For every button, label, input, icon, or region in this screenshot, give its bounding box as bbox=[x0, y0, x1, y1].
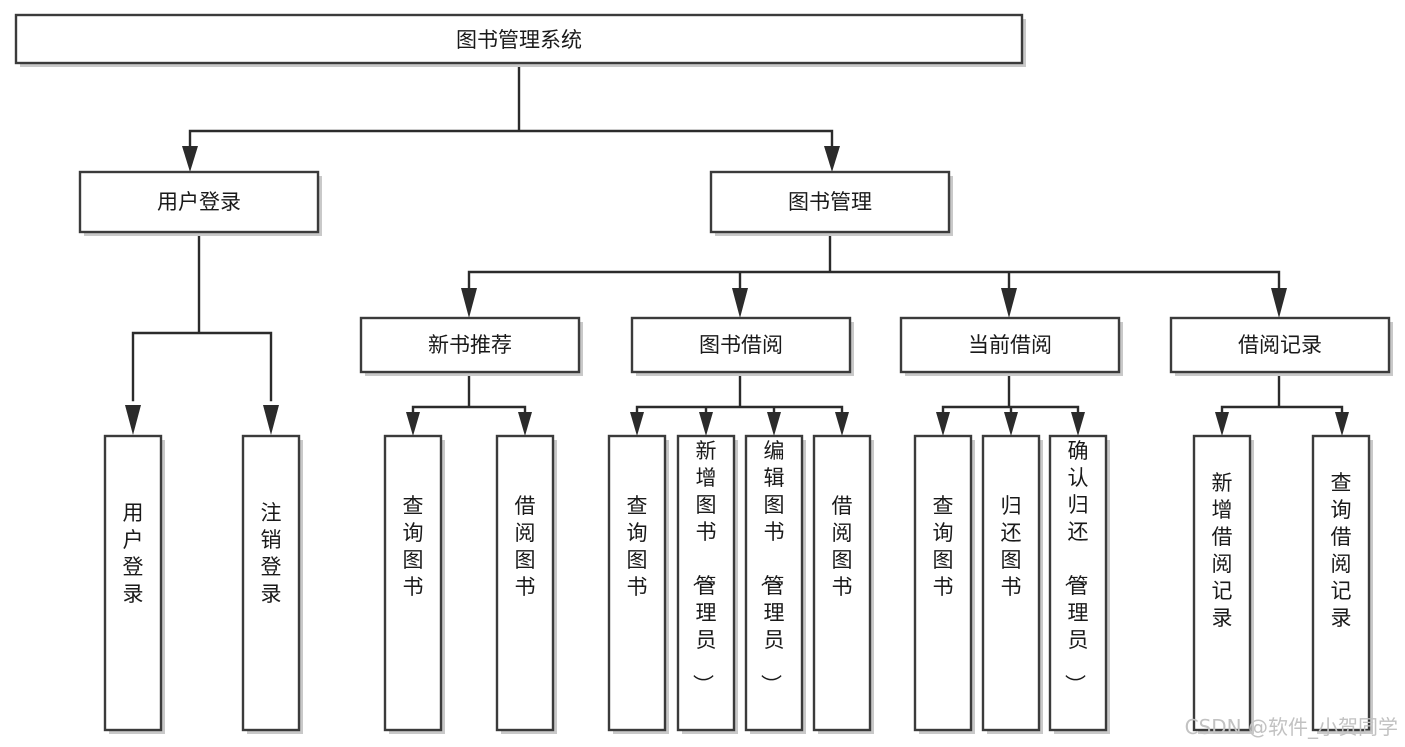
leaf-query-book-newrec-box[interactable] bbox=[383, 434, 443, 732]
csdn-watermark: CSDN @软件_小贺同学 bbox=[1185, 715, 1398, 739]
node-new-book-rec-label: 新书推荐 bbox=[428, 333, 512, 357]
leaf-borrow-book-newrec-label: 借阅图书 bbox=[515, 494, 536, 599]
leaf-add-record[interactable]: 新增借阅记录 bbox=[1192, 434, 1254, 734]
arrow-to-leaf-logout bbox=[263, 405, 279, 435]
node-user-login-label: 用户登录 bbox=[157, 190, 241, 214]
leaf-add-record-box[interactable] bbox=[1192, 434, 1252, 732]
leaf-user-login[interactable]: 用户登录 bbox=[103, 434, 165, 734]
leaf-borrow-book-newrec-box[interactable] bbox=[495, 434, 555, 732]
leaf-query-book-current-label: 查询图书 bbox=[933, 494, 954, 599]
leaf-query-book-current-box[interactable] bbox=[913, 434, 973, 732]
node-borrow-record-box[interactable] bbox=[1169, 316, 1391, 374]
arrow-to-leaf-return-book bbox=[1004, 412, 1018, 436]
node-new-book-rec[interactable]: 新书推荐 bbox=[359, 316, 583, 376]
node-user-login[interactable]: 用户登录 bbox=[78, 170, 322, 236]
edge-book-borrow-trunk bbox=[635, 373, 844, 419]
edge-book-manage-trunk bbox=[467, 230, 1281, 292]
node-borrow-record[interactable]: 借阅记录 bbox=[1169, 316, 1393, 376]
leaf-confirm-return-box[interactable] bbox=[1048, 434, 1108, 732]
leaf-borrow-book-borrow-box[interactable] bbox=[812, 434, 872, 732]
leaf-logout[interactable]: 注销登录 bbox=[241, 434, 303, 734]
arrow-to-leaf-add-book bbox=[699, 412, 713, 436]
leaf-query-record[interactable]: 查询借阅记录 bbox=[1311, 434, 1373, 734]
node-book-manage-box[interactable] bbox=[709, 170, 951, 234]
leaf-query-book-borrow[interactable]: 查询图书 bbox=[607, 434, 669, 734]
leaf-return-book-box[interactable] bbox=[981, 434, 1041, 732]
node-user-login-box[interactable] bbox=[78, 170, 320, 234]
leaf-edit-book-label: 编辑图书（管理员） bbox=[759, 439, 785, 695]
leaf-add-book[interactable]: 新增图书（管理员） bbox=[676, 434, 738, 734]
edge-root-trunk bbox=[188, 61, 834, 154]
leaf-add-book-box[interactable] bbox=[676, 434, 736, 732]
node-current-borrow[interactable]: 当前借阅 bbox=[899, 316, 1123, 376]
leaf-query-record-label: 查询借阅记录 bbox=[1331, 471, 1352, 630]
leaf-query-book-newrec-label: 查询图书 bbox=[403, 494, 424, 599]
arrow-to-leaf-query-book-3 bbox=[936, 412, 950, 436]
arrow-to-leaf-query-record bbox=[1335, 412, 1349, 436]
node-current-borrow-label: 当前借阅 bbox=[968, 333, 1052, 357]
arrow-to-borrow-record bbox=[1271, 288, 1287, 318]
edge-user-login-trunk bbox=[131, 230, 273, 402]
arrow-to-leaf-add-record bbox=[1215, 412, 1229, 436]
leaf-edit-book[interactable]: 编辑图书（管理员） bbox=[744, 434, 806, 734]
arrow-to-leaf-confirm-return bbox=[1071, 412, 1085, 436]
leaf-borrow-book-newrec[interactable]: 借阅图书 bbox=[495, 434, 557, 734]
arrow-to-leaf-query-book-1 bbox=[406, 412, 420, 436]
arrow-to-leaf-edit-book bbox=[767, 412, 781, 436]
arrow-to-current-borrow bbox=[1001, 288, 1017, 318]
arrow-to-leaf-user-login bbox=[125, 405, 141, 435]
node-book-manage-label: 图书管理 bbox=[788, 190, 872, 214]
arrow-to-new-book-rec bbox=[461, 288, 477, 318]
arrow-to-book-borrow bbox=[732, 288, 748, 318]
leaf-query-book-borrow-box[interactable] bbox=[607, 434, 667, 732]
leaf-return-book[interactable]: 归还图书 bbox=[981, 434, 1043, 734]
arrow-to-leaf-query-book-2 bbox=[630, 412, 644, 436]
leaf-confirm-return[interactable]: 确认归还（管理员） bbox=[1048, 434, 1110, 734]
leaf-query-book-borrow-label: 查询图书 bbox=[627, 494, 648, 599]
leaf-borrow-book-borrow-label: 借阅图书 bbox=[832, 494, 853, 599]
node-root-label: 图书管理系统 bbox=[456, 28, 582, 52]
leaf-query-record-box[interactable] bbox=[1311, 434, 1371, 732]
leaf-user-login-box[interactable] bbox=[103, 434, 163, 732]
leaf-query-book-current[interactable]: 查询图书 bbox=[913, 434, 975, 734]
leaf-user-login-label: 用户登录 bbox=[123, 501, 144, 606]
leaf-return-book-label: 归还图书 bbox=[1001, 494, 1022, 599]
arrow-to-book-manage bbox=[824, 146, 840, 172]
edge-borrow-record-trunk bbox=[1220, 373, 1344, 419]
node-book-borrow-box[interactable] bbox=[630, 316, 852, 374]
node-new-book-rec-box[interactable] bbox=[359, 316, 581, 374]
leaf-confirm-return-label: 确认归还（管理员） bbox=[1063, 439, 1089, 695]
edge-layer bbox=[125, 61, 1349, 436]
edge-current-borrow-trunk bbox=[941, 373, 1080, 419]
node-current-borrow-box[interactable] bbox=[899, 316, 1121, 374]
leaf-query-book-newrec[interactable]: 查询图书 bbox=[383, 434, 445, 734]
node-book-borrow[interactable]: 图书借阅 bbox=[630, 316, 854, 376]
leaf-logout-box[interactable] bbox=[241, 434, 301, 732]
leaf-add-record-label: 新增借阅记录 bbox=[1212, 471, 1233, 630]
node-book-manage[interactable]: 图书管理 bbox=[709, 170, 953, 236]
node-book-borrow-label: 图书借阅 bbox=[699, 333, 783, 357]
leaf-edit-book-box[interactable] bbox=[744, 434, 804, 732]
leaf-borrow-book-borrow[interactable]: 借阅图书 bbox=[812, 434, 874, 734]
arrow-to-leaf-borrow-book-1 bbox=[518, 412, 532, 436]
node-root[interactable]: 图书管理系统 bbox=[14, 13, 1026, 67]
node-borrow-record-label: 借阅记录 bbox=[1238, 333, 1322, 357]
leaf-add-book-label: 新增图书（管理员） bbox=[691, 439, 717, 695]
edge-new-book-rec-trunk bbox=[411, 373, 527, 419]
leaf-logout-label: 注销登录 bbox=[261, 501, 282, 606]
arrow-to-user-login bbox=[182, 146, 198, 172]
node-root-box[interactable] bbox=[14, 13, 1024, 65]
arrow-to-leaf-borrow-book-2 bbox=[835, 412, 849, 436]
